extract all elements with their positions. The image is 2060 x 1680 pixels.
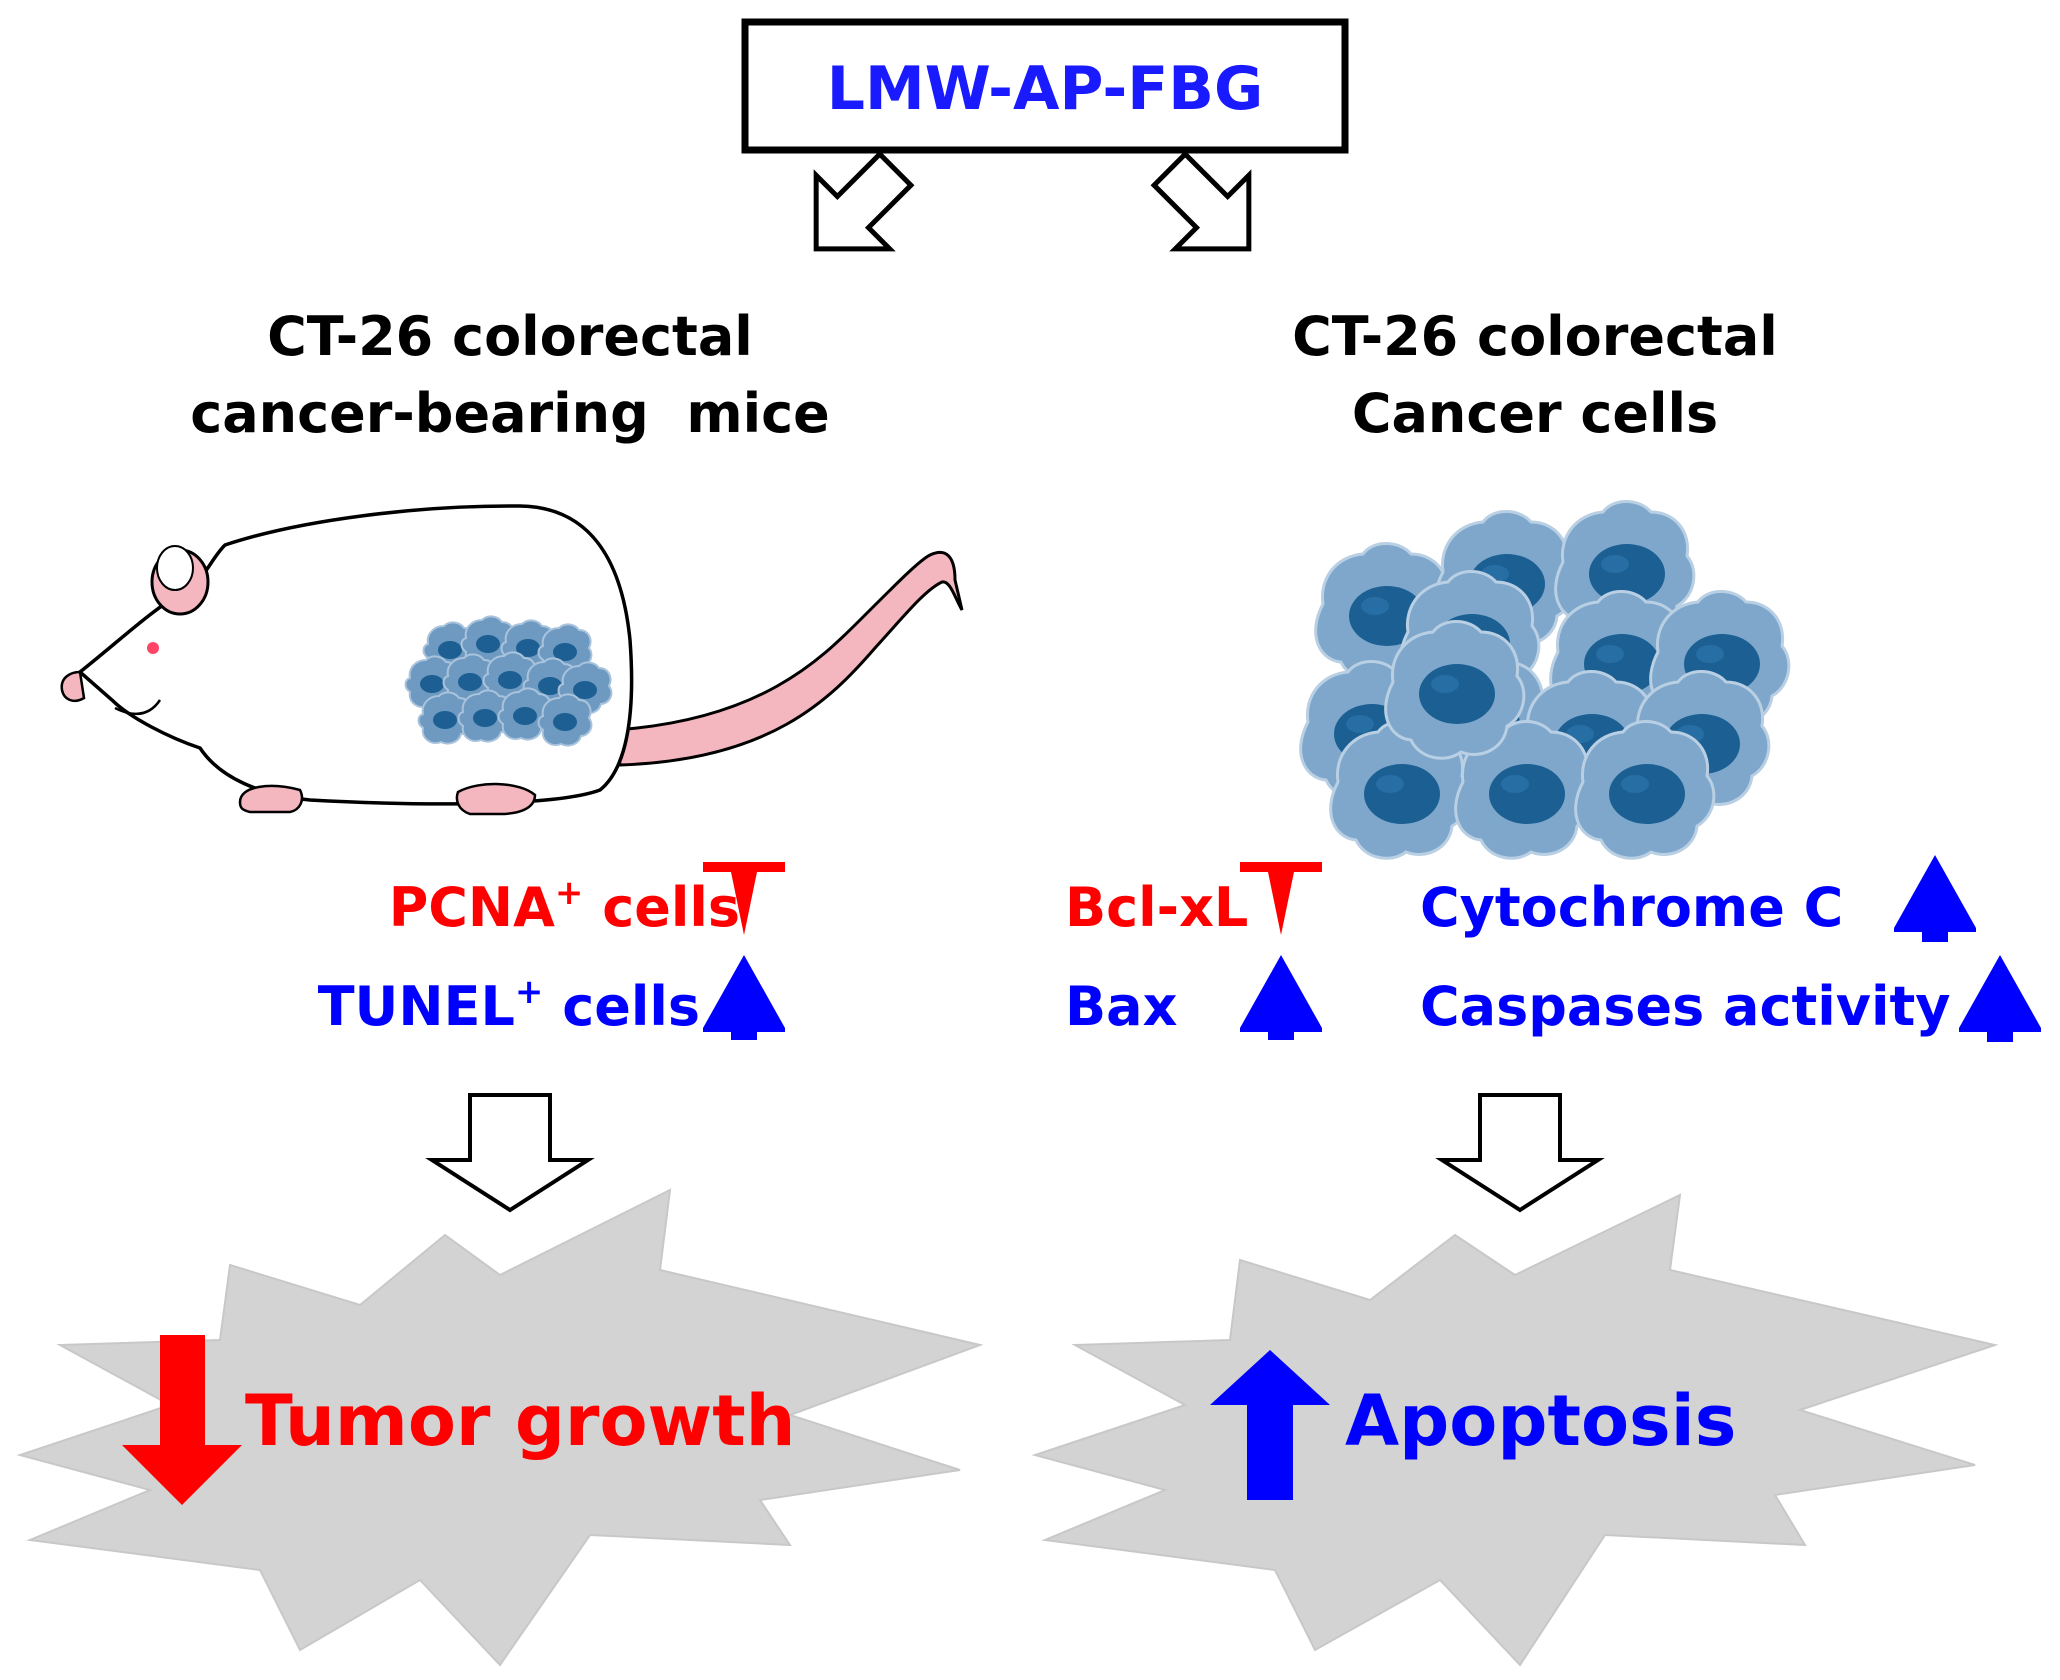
right-marker-bclxl: Bcl-xL: [1065, 862, 1322, 939]
mouse-snout: [60, 670, 86, 702]
svg-text:TUNEL+ cells: TUNEL+ cells: [318, 972, 700, 1038]
right-marker-bax: Bax: [1065, 955, 1322, 1040]
outcome-burst-apoptosis: Apoptosis: [1031, 1193, 1999, 1667]
cytochrome-up-arrow-icon: [1894, 855, 1976, 942]
mouse-tumor-cluster: [404, 615, 613, 747]
mouse-front-foot: [238, 784, 304, 814]
tunel-label: TUNEL: [318, 975, 515, 1038]
pcna-label: PCNA: [389, 876, 555, 939]
pcna-down-arrow-icon: [703, 862, 785, 935]
tumor-down-arrow-icon: [122, 1335, 242, 1505]
caspases-label: Caspases activity: [1420, 975, 1951, 1038]
apoptosis-up-arrow-icon: [1210, 1350, 1330, 1500]
left-heading-line-2: cancer-bearing mice: [190, 382, 830, 445]
cancer-cells-illustration: [1299, 500, 1791, 860]
apoptosis-label: Apoptosis: [1345, 1380, 1736, 1462]
bax-up-arrow-icon: [1240, 955, 1322, 1040]
title-text: LMW-AP-FBG: [827, 54, 1264, 124]
svg-text:PCNA+ cells: PCNA+ cells: [389, 873, 740, 939]
arrow-right-diagonal-icon: [1150, 150, 1252, 252]
outcome-burst-tumor: Tumor growth: [16, 1188, 984, 1667]
mouse-illustration: [60, 504, 964, 816]
pcna-suffix: cells: [583, 876, 740, 939]
tumor-growth-label: Tumor growth: [245, 1380, 796, 1462]
cytochrome-label: Cytochrome C: [1420, 876, 1843, 939]
left-down-hollow-arrow-icon: [425, 1093, 595, 1213]
mouse-tail: [613, 550, 964, 767]
bclxl-down-arrow-icon: [1240, 862, 1322, 935]
bax-label: Bax: [1065, 975, 1178, 1038]
bclxl-label: Bcl-xL: [1065, 876, 1248, 939]
right-marker-cytochrome: Cytochrome C: [1420, 855, 1976, 942]
tunel-suffix: cells: [543, 975, 700, 1038]
right-marker-caspases: Caspases activity: [1420, 955, 2041, 1042]
left-heading: CT-26 colorectal cancer-bearing mice: [190, 305, 830, 445]
pcna-superscript: +: [555, 873, 584, 913]
title-box: LMW-AP-FBG: [741, 18, 1349, 154]
left-heading-line-1: CT-26 colorectal: [267, 305, 753, 368]
caspases-up-arrow-icon: [1959, 955, 2041, 1042]
left-marker-tunel: TUNEL+ cells: [318, 955, 785, 1040]
left-marker-pcna: PCNA+ cells: [389, 862, 785, 939]
right-down-hollow-arrow-icon: [1435, 1093, 1605, 1213]
mouse-back-foot: [455, 782, 537, 816]
right-heading-line-2: Cancer cells: [1352, 382, 1718, 445]
tunel-superscript: +: [515, 972, 544, 1012]
arrow-left-diagonal-icon: [813, 150, 915, 252]
right-heading-line-1: CT-26 colorectal: [1292, 305, 1778, 368]
burst-shape-left: [16, 1188, 984, 1667]
tunel-up-arrow-icon: [703, 955, 785, 1040]
right-heading: CT-26 colorectal Cancer cells: [1292, 305, 1778, 445]
burst-shape-right: [1031, 1193, 1999, 1667]
mouse-eye: [147, 642, 159, 654]
